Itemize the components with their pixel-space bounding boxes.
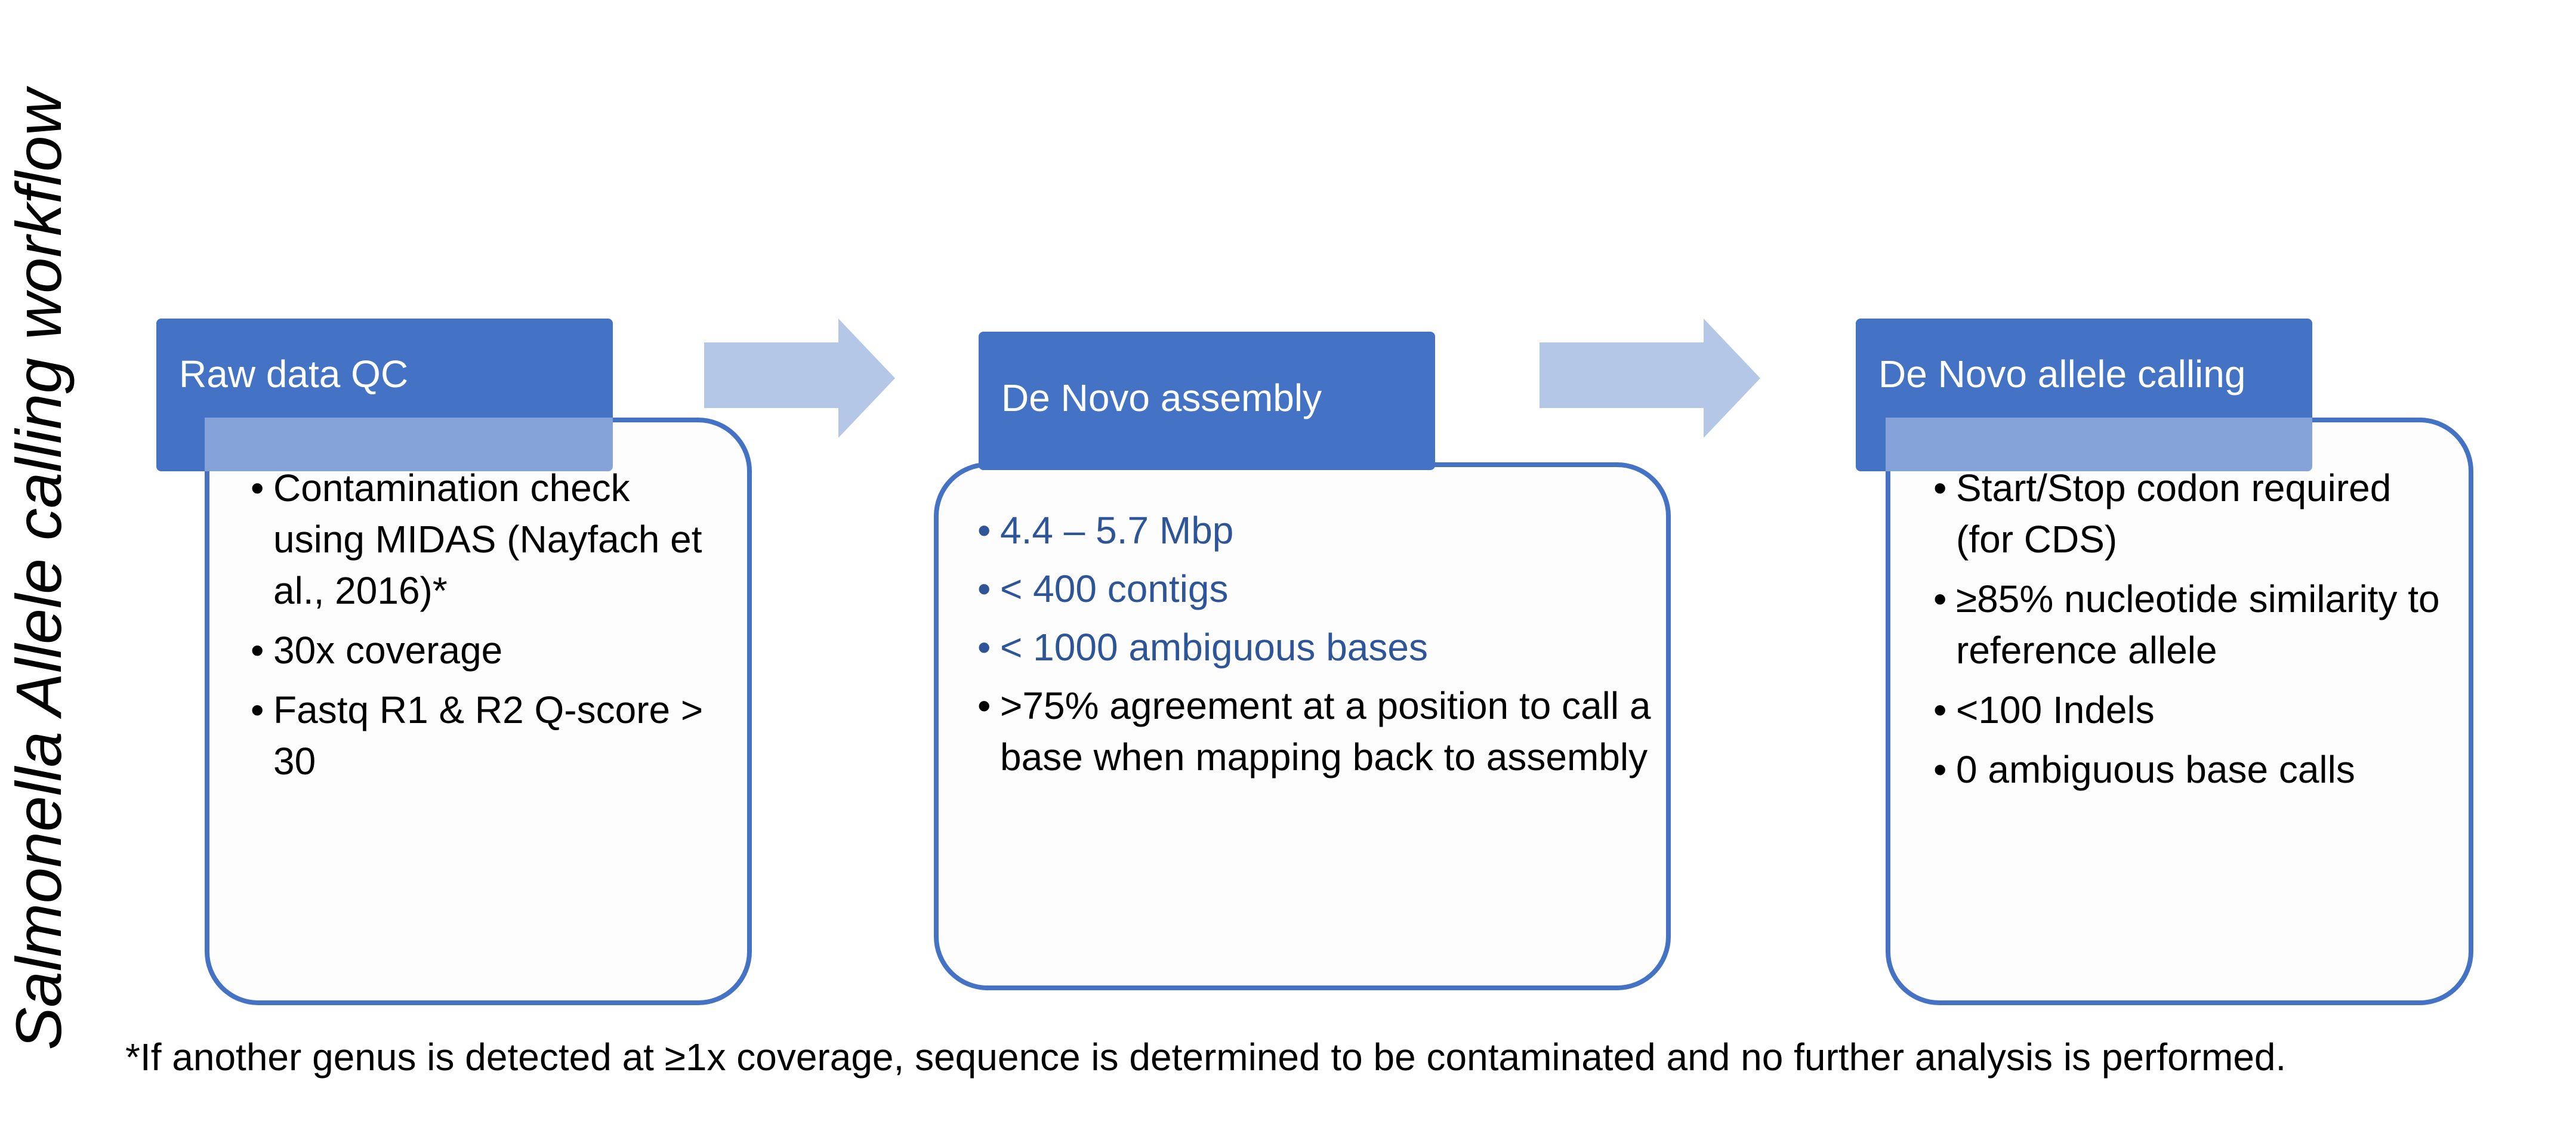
criterion-item: >75% agreement at a position to call a b… <box>977 680 1652 783</box>
criterion-item: ≥85% nucleotide similarity to reference … <box>1933 573 2447 676</box>
stage-2-criteria: 4.4 – 5.7 Mbp < 400 contigs < 1000 ambig… <box>977 505 1652 791</box>
criterion-item: < 1000 ambiguous bases <box>977 622 1652 673</box>
workflow-title-text: Salmonella Allele calling workflow <box>2 89 75 1051</box>
criterion-item: 30x coverage <box>251 625 728 676</box>
criterion-item: Contamination check using MIDAS (Nayfach… <box>251 462 728 616</box>
criterion-item: <100 Indels <box>1933 684 2447 736</box>
stage-1-criteria: Contamination check using MIDAS (Nayfach… <box>251 462 728 795</box>
stage-3-header-label: De Novo allele calling <box>1878 353 2246 396</box>
footnote: *If another genus is detected at ≥1x cov… <box>125 1036 2287 1079</box>
criterion-item: 4.4 – 5.7 Mbp <box>977 505 1652 556</box>
flow-arrow-2 <box>1540 319 1760 438</box>
stage-3-header: De Novo allele calling <box>1856 319 2312 471</box>
criterion-item: 0 ambiguous base calls <box>1933 744 2447 795</box>
criterion-item: Start/Stop codon required (for CDS) <box>1933 462 2447 565</box>
stage-1-header: Raw data QC <box>156 319 613 471</box>
flow-arrow-1 <box>704 319 895 438</box>
stage-2-header: De Novo assembly <box>979 332 1435 470</box>
stage-2-header-label: De Novo assembly <box>1001 376 1322 419</box>
stage-3-criteria: Start/Stop codon required (for CDS) ≥85%… <box>1933 462 2447 804</box>
criterion-item: Fastq R1 & R2 Q-score > 30 <box>251 684 728 787</box>
stage-1-header-label: Raw data QC <box>179 353 409 396</box>
workflow-title: Salmonella Allele calling workflow <box>0 0 78 1140</box>
criterion-item: < 400 contigs <box>977 563 1652 614</box>
